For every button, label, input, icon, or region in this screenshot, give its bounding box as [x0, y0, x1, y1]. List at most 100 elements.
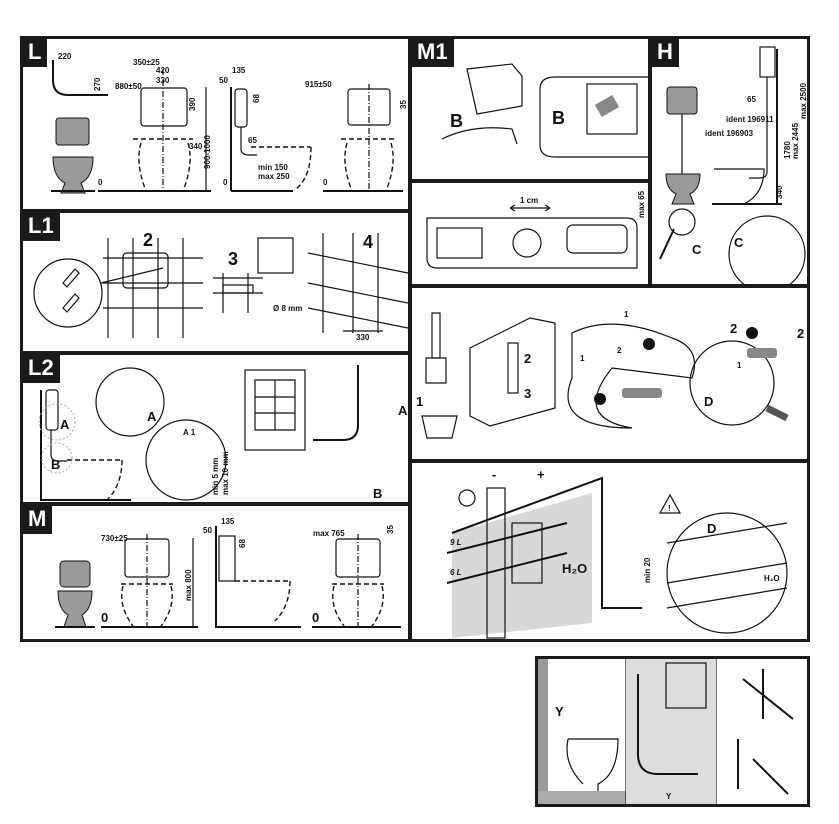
max-dimension: max 65 — [637, 190, 646, 218]
dim-label: 420 — [156, 66, 170, 75]
shift-distance: 1 cm — [520, 196, 538, 205]
point-b: B — [373, 486, 382, 501]
min-dimension: min 20 — [643, 557, 652, 583]
dim-label: 220 — [58, 52, 72, 61]
zero-level: 0 — [98, 178, 103, 187]
panel-m1-mounting: M1 B B — [409, 36, 651, 182]
svg-text:1: 1 — [646, 340, 651, 350]
point-a: A — [398, 403, 408, 418]
zero-level: 0 — [323, 178, 328, 187]
l-drawing: 220 270 350±25 420 330 880±50 390 900-10… — [51, 52, 408, 194]
dim-label: 35 — [386, 525, 395, 534]
dim-label: 900-1000 — [203, 135, 212, 169]
water-level: 9 L — [450, 538, 462, 547]
zero-level: 0 — [223, 178, 228, 187]
warning-mark: ! — [668, 504, 671, 513]
dim-label: 65 — [248, 136, 257, 145]
step-number: 3 — [524, 386, 531, 401]
h-drawing: 65 ident 196911 ident 196903 1780 max 24… — [659, 46, 808, 284]
dim-label: 68 — [238, 539, 247, 548]
panel-label: H — [652, 39, 679, 67]
point-b: B — [552, 108, 565, 128]
l-profile — [52, 60, 108, 96]
step-number: 1 — [737, 361, 742, 370]
m-drawing: 730±25 max 800 135 50 68 max 765 35 0 0 — [55, 517, 401, 628]
dim-label: 50 — [203, 526, 212, 535]
water-level: 6 L — [450, 568, 462, 577]
cistern-icon — [59, 560, 91, 588]
dim-label: max 250 — [258, 172, 290, 181]
dim-label: max 765 — [313, 529, 345, 538]
dim-label: 270 — [93, 77, 102, 91]
drill-diameter: Ø 8 mm — [273, 304, 302, 313]
point-b: B — [51, 457, 60, 472]
part-ident: ident 196903 — [705, 129, 754, 138]
zero-level: 0 — [312, 610, 319, 625]
step-number: 1 — [416, 394, 423, 409]
dim-label: 35 — [399, 100, 408, 109]
step-number: 3 — [228, 249, 238, 269]
adjust-drawing: 1 cm max 65 — [426, 190, 646, 269]
l1-drawing: 2 3 Ø 8 mm 4 330 — [33, 230, 408, 342]
svg-text:2: 2 — [597, 395, 602, 405]
step-number: 2 — [143, 230, 153, 250]
panel-flush-valve-steps: 1 2 3 1 1 2 1 2 2 2 3 1 D — [409, 285, 810, 462]
panel-trap: Y Y — [535, 656, 810, 807]
panel-label: M — [23, 506, 53, 534]
dim-label: max 2500 — [799, 82, 808, 119]
warning-icon — [658, 493, 682, 514]
spacing-dimension: 330 — [356, 333, 370, 342]
dim-label: 135 — [221, 517, 235, 526]
panel-l-dimensions: L 220 270 350±25 420 330 880±50 390 900-… — [20, 36, 411, 212]
point-d: D — [707, 521, 716, 536]
panel-valve-adjustment: 1 cm max 65 — [409, 180, 651, 287]
point-c: C — [734, 235, 744, 250]
step-number: 1 — [580, 354, 585, 363]
zero-level: 0 — [101, 610, 108, 625]
cistern — [140, 87, 188, 127]
part-ident: ident 196911 — [726, 115, 774, 124]
step-number: 2 — [524, 351, 531, 366]
point-a1: A 1 — [183, 428, 196, 437]
panel-label: M1 — [412, 39, 454, 67]
dim-label: 50 — [219, 76, 228, 85]
increase-sign: + — [537, 467, 545, 482]
distance-y: Y — [555, 704, 564, 719]
dim-label: max 800 — [184, 569, 193, 601]
dim-label: 350±25 — [133, 58, 160, 67]
l2-drawing: A B A A 1 min 5 mm max 10 mm A B — [38, 365, 408, 501]
point-b: B — [450, 111, 463, 131]
dim-label: 135 — [232, 66, 246, 75]
panel-h-high-cistern: H 65 ident 196911 ident 196903 1780 max … — [649, 36, 810, 287]
dim-label: 1780 — [783, 141, 792, 159]
dim-label: 390 — [188, 97, 197, 111]
dim-label: 340 — [189, 142, 203, 151]
circled-step — [746, 327, 758, 339]
point-c: C — [692, 242, 702, 257]
water-drawing: - + 9 L 6 L H₂O min 20 ! D H₂O — [446, 467, 788, 639]
dim-label: 340 — [775, 185, 784, 199]
dim-label: 330 — [156, 76, 170, 85]
dim-label: min 5 mm — [211, 458, 220, 495]
step-number: 2 — [730, 321, 737, 336]
cistern-icon — [666, 86, 698, 115]
distance-y: Y — [666, 792, 672, 801]
step-number: 4 — [363, 232, 373, 252]
circled-step — [594, 393, 606, 405]
svg-text:3: 3 — [749, 329, 754, 339]
toilet-icon — [57, 590, 93, 628]
dim-label: 68 — [252, 94, 261, 103]
trap-drawing: Y Y — [538, 659, 794, 804]
decrease-sign: - — [492, 467, 496, 482]
panel-label: L — [23, 39, 48, 67]
panel-label: L1 — [23, 213, 60, 241]
dim-label: 730±25 — [101, 534, 128, 543]
step-number: 1 — [624, 310, 629, 319]
panel-l1-wall-mounting: L1 2 3 Ø 8 mm 4 330 — [20, 210, 411, 354]
dim-label: max 10 mm — [221, 451, 230, 495]
dim-label: max 2445 — [791, 122, 800, 159]
step-number: 2 — [617, 346, 622, 355]
cistern-icon — [55, 117, 90, 146]
m1-drawing: B B — [441, 63, 648, 158]
water-label: H₂O — [562, 561, 587, 576]
